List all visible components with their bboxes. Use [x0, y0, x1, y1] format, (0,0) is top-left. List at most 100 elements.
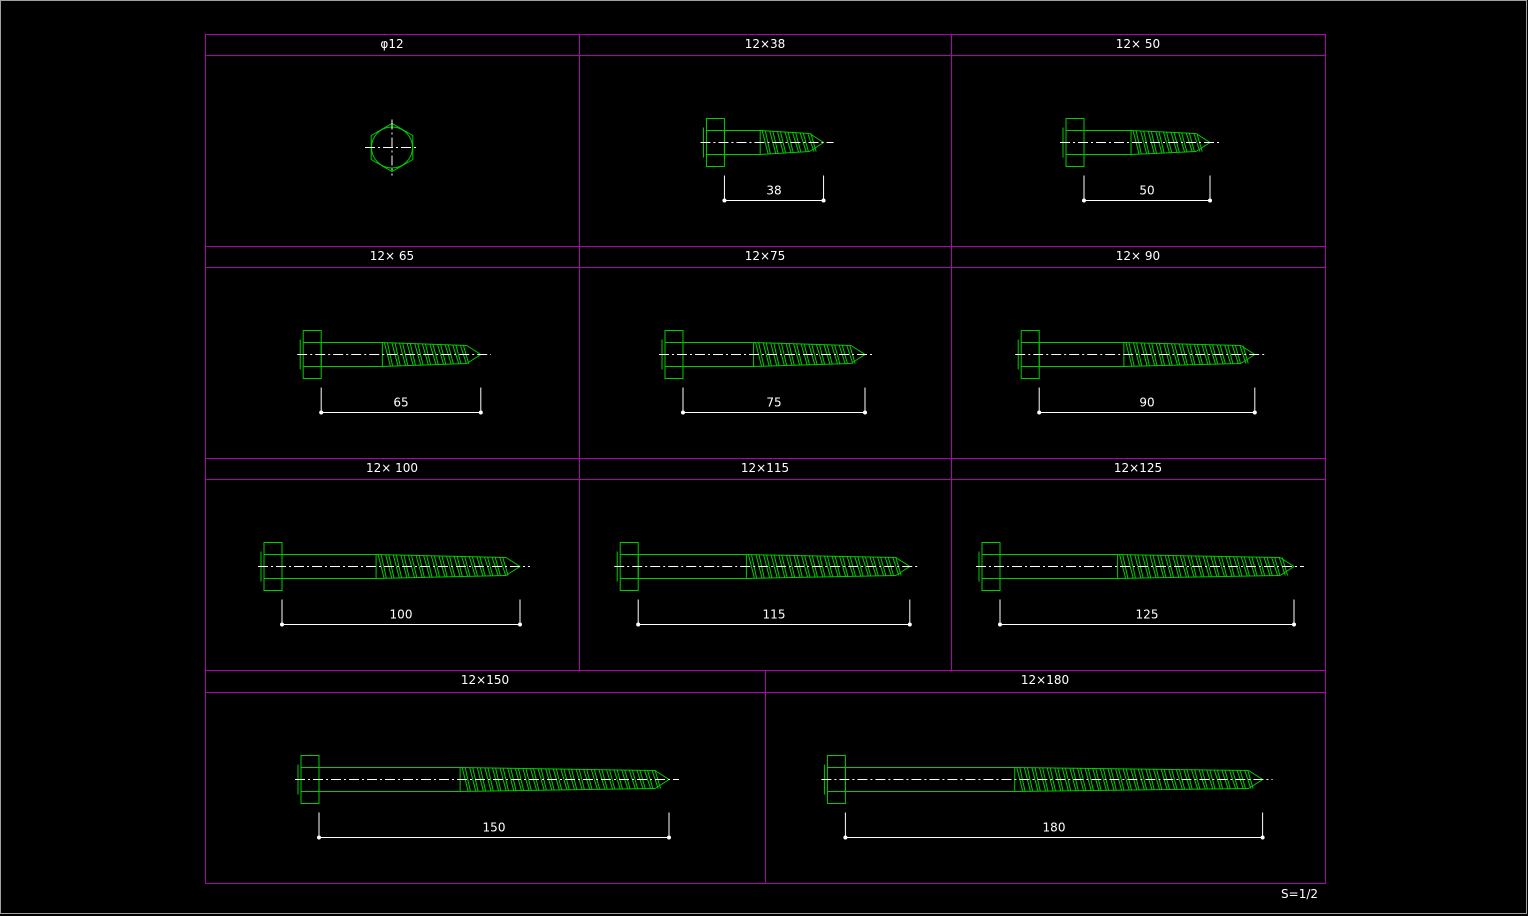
thread-line: [1182, 555, 1190, 578]
dimension-dot: [317, 835, 321, 840]
dimension-dot: [821, 198, 826, 203]
thread-line: [487, 767, 494, 792]
thread-line: [1244, 770, 1252, 789]
thread-crest-line: [1117, 575, 1281, 579]
dimension-dot: [1082, 198, 1086, 203]
lag-screw: [297, 330, 491, 379]
thread-line: [644, 770, 652, 789]
thread-line: [861, 556, 869, 577]
thread-line: [1064, 767, 1072, 792]
thread-line: [469, 767, 477, 792]
thread-line: [392, 554, 400, 579]
cell-title: 12×150: [461, 673, 509, 687]
thread-line: [1170, 343, 1179, 366]
thread-line: [631, 769, 639, 790]
thread-line: [1194, 769, 1201, 790]
thread-line: [857, 556, 864, 577]
thread-line: [1149, 554, 1157, 579]
dimension-label: 65: [393, 396, 408, 410]
dimension-dot: [1252, 410, 1257, 415]
cell-10: 12×180 180: [821, 673, 1273, 840]
thread-line: [846, 345, 854, 364]
thread-line: [1162, 131, 1171, 154]
screw-tip: [809, 133, 825, 152]
thread-line: [380, 554, 387, 579]
thread-line: [590, 769, 598, 790]
thread-line: [613, 769, 621, 790]
thread-line: [499, 557, 507, 576]
dimension-label: 125: [1136, 608, 1159, 622]
thread-line: [417, 343, 424, 366]
thread-line: [788, 555, 796, 578]
thread-crest-line: [376, 575, 507, 579]
thread-line: [394, 342, 401, 367]
dimension-dot: [907, 622, 912, 627]
thread-line: [801, 555, 809, 578]
length-dimension: 115: [636, 599, 912, 627]
thread-line: [1271, 557, 1279, 576]
lag-screw: [295, 755, 679, 804]
dimension-dot: [843, 835, 848, 840]
thread-line: [1153, 769, 1161, 790]
cell-title: 12×180: [1021, 673, 1069, 687]
thread-line: [1205, 555, 1213, 578]
thread-line: [1122, 768, 1130, 791]
dimension-label: 180: [1043, 821, 1066, 835]
dimension-dot: [667, 835, 671, 840]
screw-thread: [746, 554, 902, 579]
thread-line: [815, 344, 823, 365]
lag-screw: [1060, 118, 1220, 167]
thread-line: [839, 556, 847, 577]
dimension-dot: [722, 198, 727, 203]
thread-line: [411, 555, 418, 578]
thread-line: [1236, 556, 1243, 577]
dimension-dot: [863, 410, 867, 415]
thread-line: [484, 767, 492, 792]
thread-line: [819, 555, 826, 578]
lag-screw: [821, 755, 1273, 804]
thread-line: [799, 132, 807, 153]
dimension-dot: [319, 410, 324, 415]
thread-line: [464, 556, 471, 577]
dimension-dot: [518, 622, 522, 627]
thread-line: [560, 768, 568, 791]
thread-crest-line: [760, 130, 810, 134]
cell-title: 12×38: [745, 37, 786, 51]
lag-screw: [700, 118, 834, 167]
thread-line: [802, 132, 810, 153]
thread-crest-line: [382, 363, 467, 367]
length-dimension: 50: [1082, 175, 1212, 203]
thread-line: [1144, 554, 1152, 579]
dimension-dot: [998, 622, 1002, 627]
cell-0: φ12: [365, 37, 419, 176]
thread-line: [1213, 769, 1221, 790]
thread-line: [377, 554, 385, 579]
thread-line: [1186, 343, 1194, 366]
thread-line: [1087, 768, 1094, 791]
hex-head-view: [365, 119, 419, 176]
thread-line: [499, 767, 507, 792]
thread-line: [811, 344, 818, 365]
dimension-label: 50: [1139, 184, 1154, 198]
thread-line: [525, 768, 532, 791]
length-dimension: 125: [998, 599, 1296, 627]
thread-line: [437, 344, 445, 365]
thread-line: [1136, 342, 1143, 367]
length-dimension: 38: [722, 175, 826, 203]
thread-line: [415, 555, 423, 578]
thread-line: [1208, 344, 1217, 365]
thread-line: [1187, 555, 1195, 578]
cell-1: 12×38 38: [700, 37, 834, 203]
dimension-dot: [478, 410, 483, 415]
thread-line: [1046, 767, 1054, 792]
thread-line: [1099, 768, 1107, 791]
screw-thread: [1117, 554, 1289, 579]
thread-crest-line: [1123, 363, 1241, 367]
